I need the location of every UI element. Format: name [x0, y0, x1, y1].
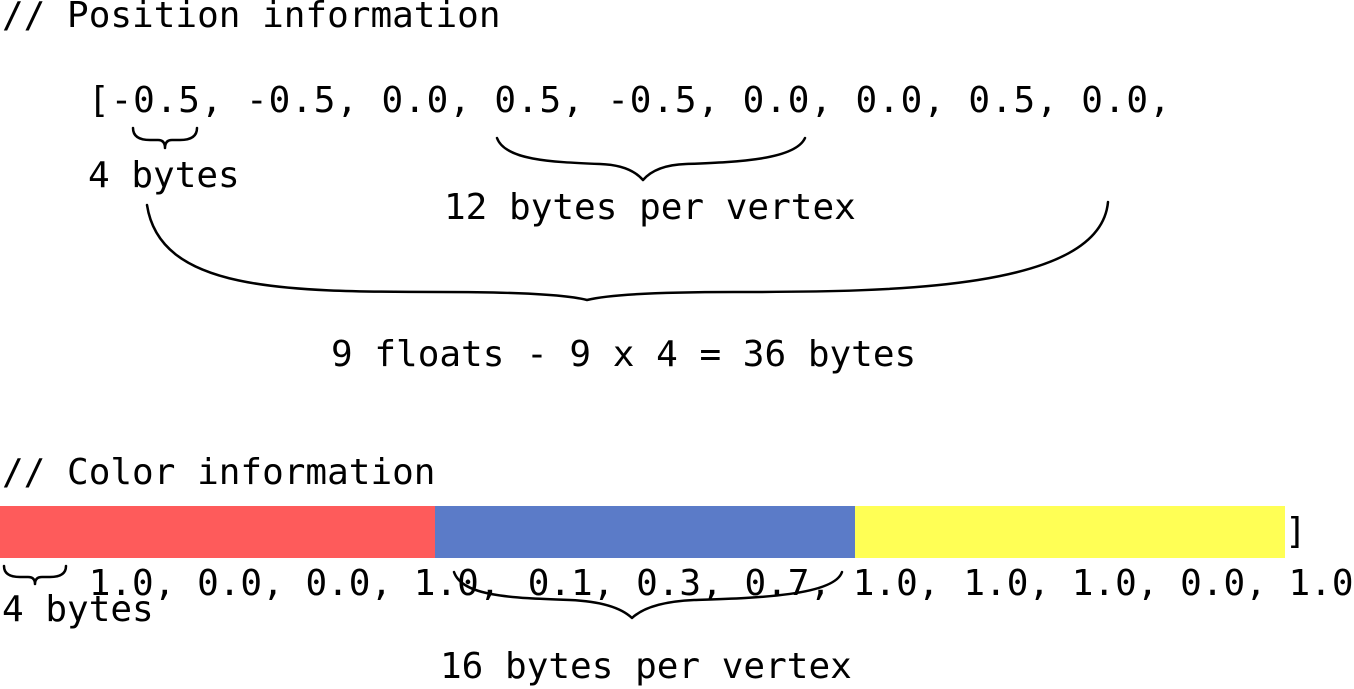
- color-group-yellow: 1.0, 1.0, 0.0, 1.0: [855, 506, 1354, 604]
- brace-layer: [2, 126, 1110, 620]
- color-group-blue-values: 0.1, 0.3, 0.7, 1.0,: [527, 563, 940, 604]
- float-brace-position: [131, 126, 199, 150]
- color-group-yellow-values: 1.0, 1.0, 0.0, 1.0: [941, 563, 1354, 604]
- position-float-size-label: 4 bytes: [88, 155, 240, 196]
- color-closing-bracket: ]: [1285, 506, 1307, 558]
- color-comment: // Color information: [2, 452, 436, 493]
- float-brace-color: [2, 564, 68, 586]
- position-comment: // Position information: [2, 0, 501, 36]
- color-group-red-values: 1.0, 0.0, 0.0, 1.0,: [88, 563, 523, 604]
- color-vertex-size-label: 16 bytes per vertex: [440, 646, 852, 687]
- color-array: 1.0, 0.0, 0.0, 1.0, 0.1, 0.3, 0.7, 1.0, …: [0, 506, 1354, 604]
- vertex-brace-color: [452, 570, 844, 620]
- vertex-brace-position: [495, 136, 807, 182]
- color-float-size-label: 4 bytes: [2, 589, 154, 630]
- color-group-red: 1.0, 0.0, 0.0, 1.0,: [0, 506, 501, 604]
- position-vertex-size-label: 12 bytes per vertex: [444, 187, 856, 228]
- position-total-size-label: 9 floats - 9 x 4 = 36 bytes: [331, 334, 917, 375]
- total-brace-position: [145, 200, 1110, 302]
- color-group-blue: 0.1, 0.3, 0.7, 1.0,: [435, 506, 940, 604]
- position-array: [-0.5, -0.5, 0.0, 0.5, -0.5, 0.0, 0.0, 0…: [88, 80, 1172, 121]
